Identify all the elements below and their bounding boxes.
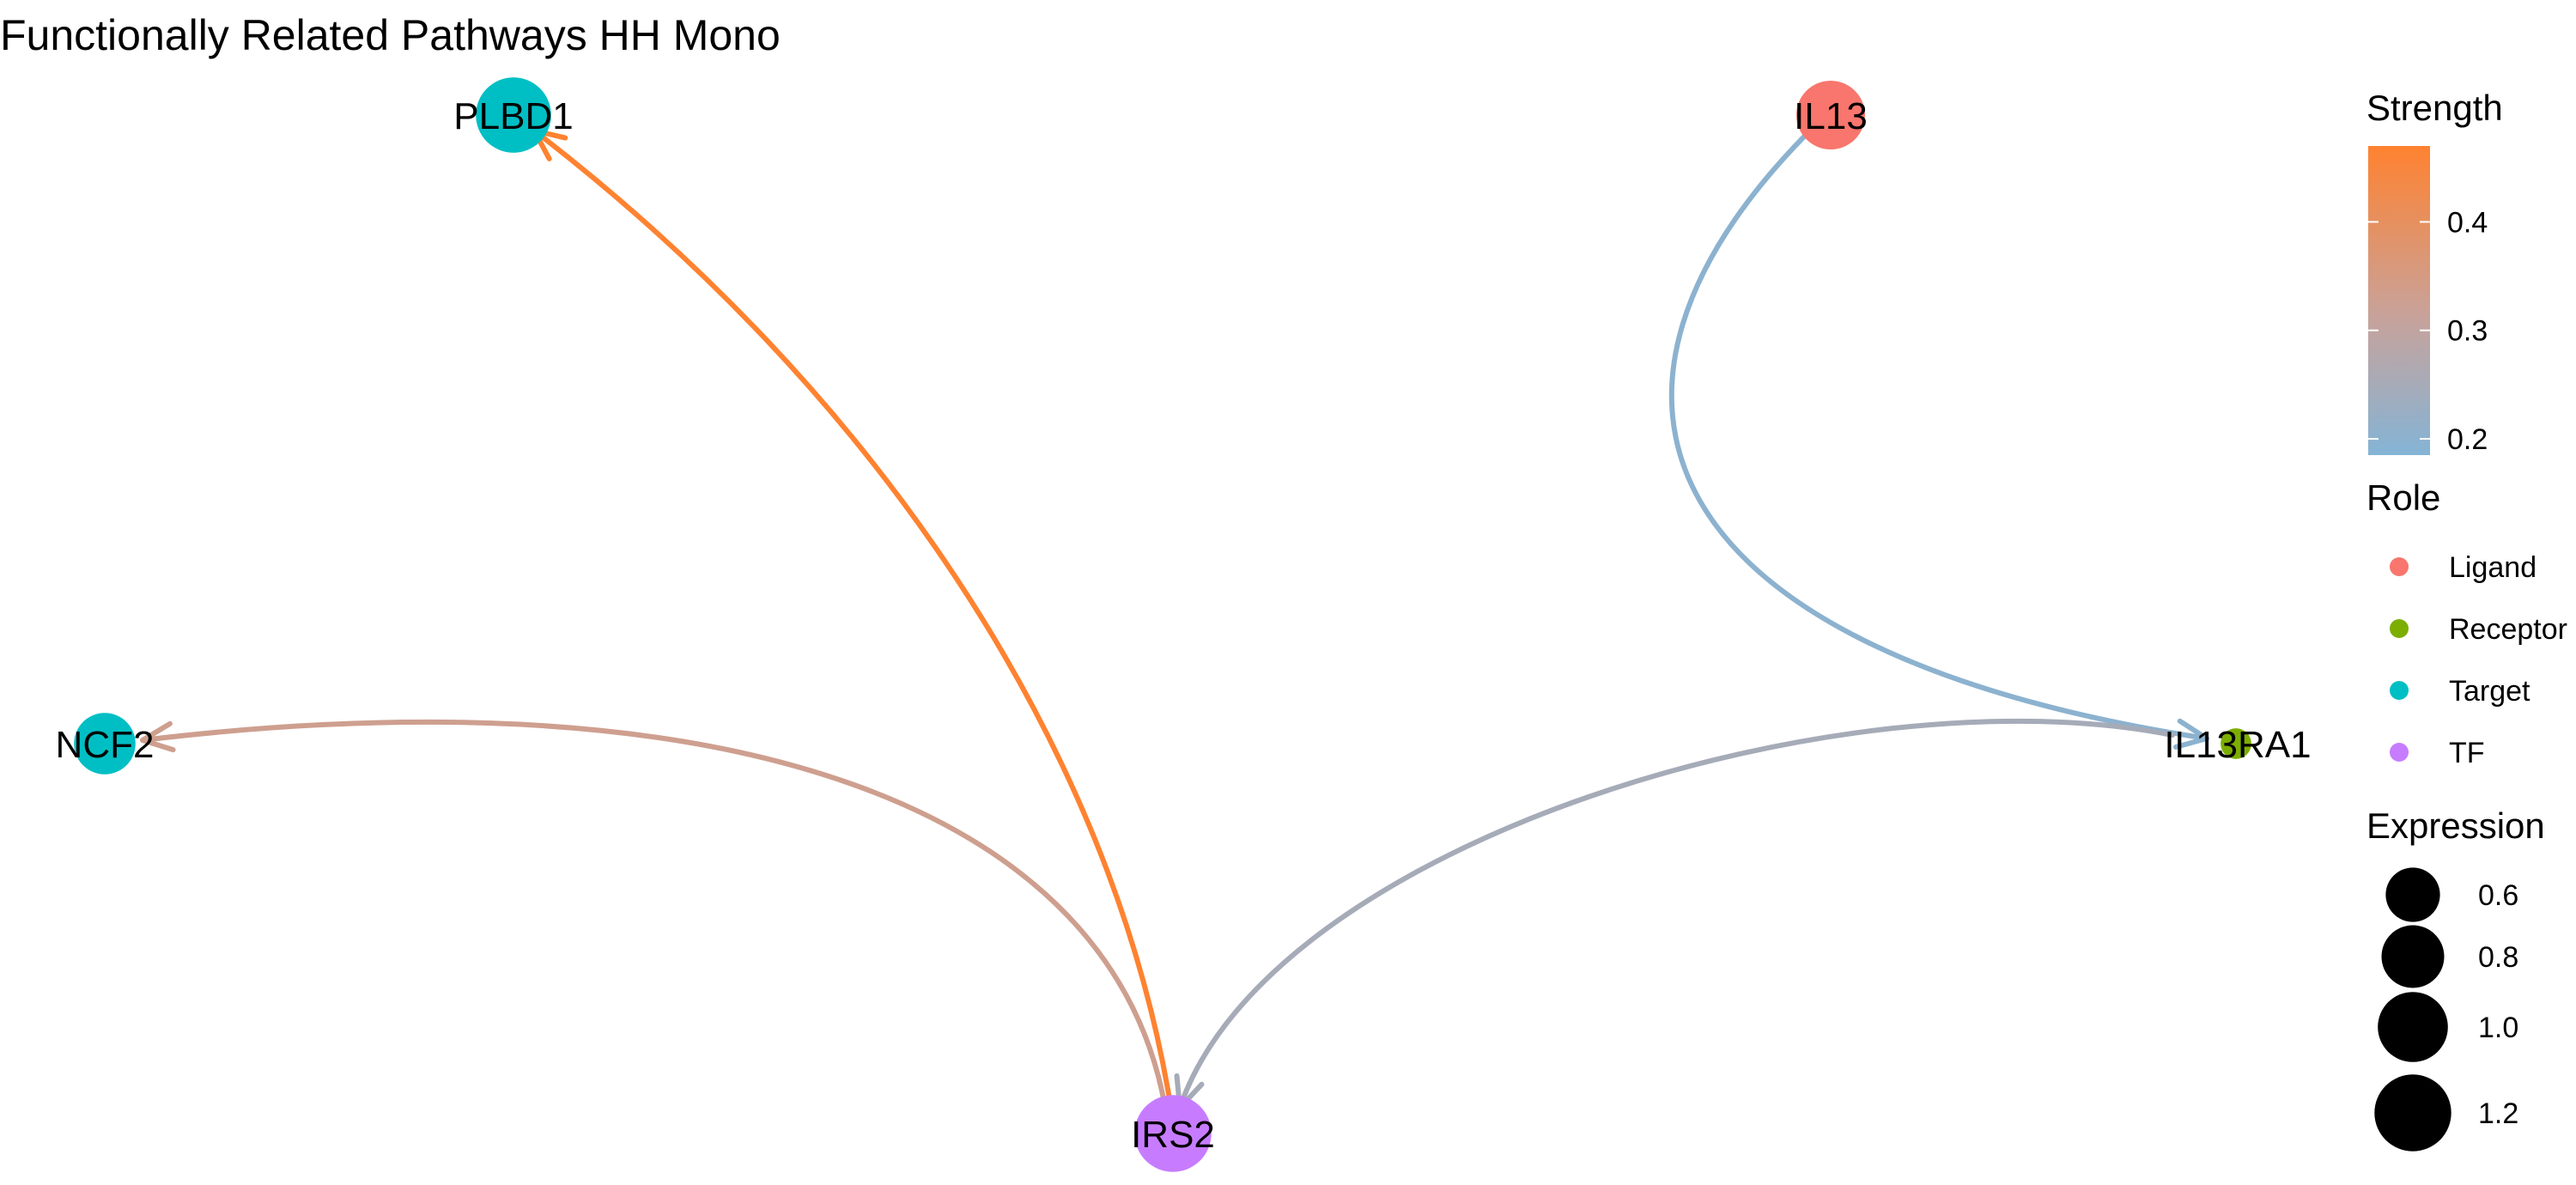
node-ncf2-label: NCF2 [56,724,155,766]
legend-expression-size-swatch [2381,925,2445,988]
legend-expression: Expression 0.6 0.8 1.0 1.2 [2366,805,2545,1152]
legend-expression-size-label: 1.2 [2478,1097,2518,1130]
node-il13ra1-circle [2221,728,2251,759]
node-il13-circle [1796,81,1865,149]
legend-strength-title: Strength [2366,88,2503,128]
legend-role-tf-swatch [2390,743,2409,762]
edge-irs2-to-ncf2 [140,719,1169,1115]
legend-role-target-label: Target [2449,675,2530,708]
edge-irs2-to-plbd1 [532,128,1174,1112]
node-irs2-circle [1134,1095,1212,1172]
edge-il13ra1-to-irs2 [1177,718,2175,1110]
legend-expression-size-swatch [2378,992,2448,1062]
legend-expression-items: 0.6 0.8 1.0 1.2 [2374,867,2518,1152]
legend-role-receptor-swatch [2390,619,2409,638]
legend-expression-size-label: 0.6 [2478,879,2518,912]
strength-tick-label: 0.3 [2447,315,2488,348]
node-plbd1-label: PLBD1 [453,95,573,137]
legend-role-target-swatch [2390,681,2409,700]
node-ncf2-circle [74,713,136,775]
node-plbd1[interactable]: PLBD1 [453,77,574,153]
node-ncf2[interactable]: NCF2 [56,713,155,775]
strength-tick-label: 0.4 [2447,206,2488,239]
legend-expression-size-swatch [2374,1074,2451,1152]
legend-expression-size-label: 0.8 [2478,941,2518,974]
legend-expression-size-label: 1.0 [2478,1012,2518,1044]
legend-strength-ticks: 0.4 0.3 0.2 [2368,206,2488,456]
node-il13-label: IL13 [1794,95,1868,137]
node-il13[interactable]: IL13 [1794,81,1868,149]
edges-layer [140,126,2209,1115]
node-il13ra1[interactable]: IL13RA1 [2164,724,2311,766]
arrowhead-irs2-to-ncf2 [140,720,176,753]
diagram-title: Functionally Related Pathways HH Mono [0,11,781,59]
strength-tick-label: 0.2 [2447,423,2488,456]
legend-role-ligand-swatch [2390,557,2409,576]
node-irs2[interactable]: IRS2 [1131,1095,1215,1172]
legend: Strength 0.4 0.3 0.2 Role LigandReceptorTa… [2366,88,2567,1152]
node-plbd1-circle [476,77,551,153]
legend-role-ligand-label: Ligand [2449,551,2537,584]
node-irs2-label: IRS2 [1131,1114,1215,1156]
legend-role-title: Role [2366,477,2440,518]
arrowhead-il13-to-il13ra1 [2173,718,2209,750]
node-il13ra1-label: IL13RA1 [2164,724,2311,766]
legend-strength: Strength 0.4 0.3 0.2 [2366,88,2503,456]
legend-expression-size-swatch [2385,867,2440,922]
legend-strength-colorbar [2368,146,2430,455]
legend-expression-title: Expression [2366,805,2545,846]
legend-role-receptor-label: Receptor [2449,613,2567,646]
legend-role-tf-label: TF [2449,737,2485,769]
edge-il13-to-il13ra1 [1668,126,2209,741]
